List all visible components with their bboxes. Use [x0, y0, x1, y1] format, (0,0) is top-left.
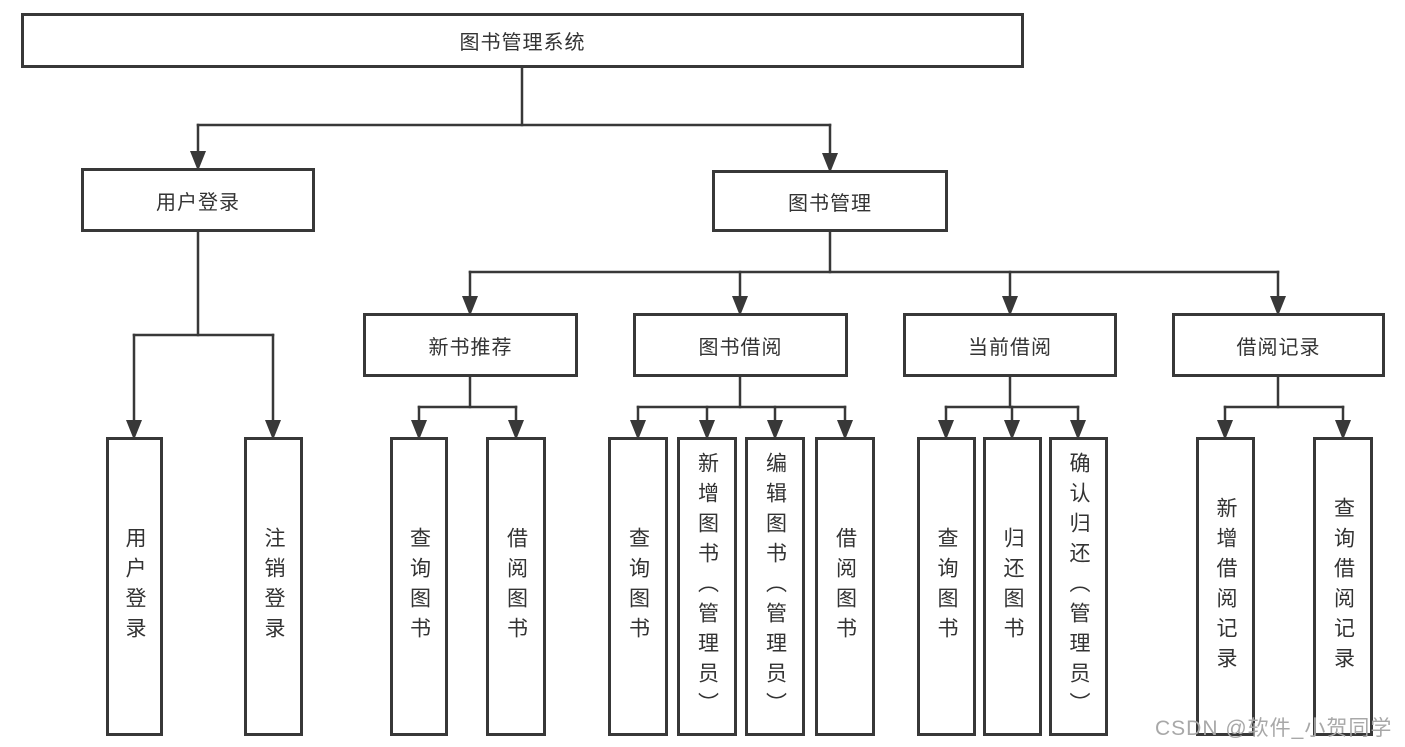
- node-book-borrowing: 图书借阅: [633, 313, 848, 377]
- leaf-borrow-books-recommend: 借阅图书: [486, 437, 546, 736]
- node-current-borrowing: 当前借阅: [903, 313, 1117, 377]
- leaf-query-borrow-record: 查询借阅记录: [1313, 437, 1373, 736]
- leaf-user-login-label: 用户登录: [123, 526, 146, 647]
- csdn-watermark: CSDN @软件_小贺同学: [1155, 717, 1393, 740]
- leaf-query-books-recommend-label: 查询图书: [407, 526, 431, 647]
- leaf-query-books-current: 查询图书: [917, 437, 976, 736]
- leaf-add-borrow-record: 新增借阅记录: [1196, 437, 1255, 736]
- leaf-add-books-admin-label: 新增图书（管理员）: [695, 451, 719, 722]
- node-borrowing-records-label: 借阅记录: [1236, 336, 1321, 359]
- leaf-logout: 注销登录: [244, 437, 303, 736]
- leaf-add-borrow-record-label: 新增借阅记录: [1214, 496, 1237, 677]
- node-current-borrowing-label: 当前借阅: [968, 336, 1052, 359]
- leaf-edit-books-admin-label: 编辑图书（管理员）: [763, 451, 787, 722]
- node-user-login-label: 用户登录: [156, 191, 240, 214]
- leaf-query-books-borrowing-label: 查询图书: [626, 526, 650, 647]
- node-borrowing-records: 借阅记录: [1172, 313, 1385, 377]
- leaf-user-login: 用户登录: [106, 437, 163, 736]
- leaf-borrow-books-borrowing-label: 借阅图书: [833, 526, 857, 647]
- leaf-add-books-admin: 新增图书（管理员）: [677, 437, 737, 736]
- leaf-query-books-borrowing: 查询图书: [608, 437, 668, 736]
- node-user-login: 用户登录: [81, 168, 315, 232]
- leaf-return-books: 归还图书: [983, 437, 1042, 736]
- leaf-query-books-current-label: 查询图书: [935, 526, 958, 647]
- leaf-borrow-books-recommend-label: 借阅图书: [504, 526, 528, 647]
- node-root-label: 图书管理系统: [459, 32, 586, 54]
- node-book-management: 图书管理: [712, 170, 948, 232]
- leaf-logout-label: 注销登录: [262, 526, 285, 647]
- leaf-edit-books-admin: 编辑图书（管理员）: [745, 437, 805, 736]
- node-book-borrowing-label: 图书借阅: [698, 336, 783, 359]
- node-new-book-recommend-label: 新书推荐: [428, 336, 513, 359]
- node-new-book-recommend: 新书推荐: [363, 313, 578, 377]
- leaf-return-books-label: 归还图书: [1001, 526, 1024, 647]
- node-root: 图书管理系统: [21, 13, 1024, 68]
- leaf-query-books-recommend: 查询图书: [390, 437, 448, 736]
- leaf-confirm-return-admin-label: 确认归还（管理员）: [1067, 451, 1090, 722]
- node-book-management-label: 图书管理: [788, 192, 872, 215]
- leaf-borrow-books-borrowing: 借阅图书: [815, 437, 875, 736]
- leaf-confirm-return-admin: 确认归还（管理员）: [1049, 437, 1108, 736]
- leaf-query-borrow-record-label: 查询借阅记录: [1331, 496, 1355, 677]
